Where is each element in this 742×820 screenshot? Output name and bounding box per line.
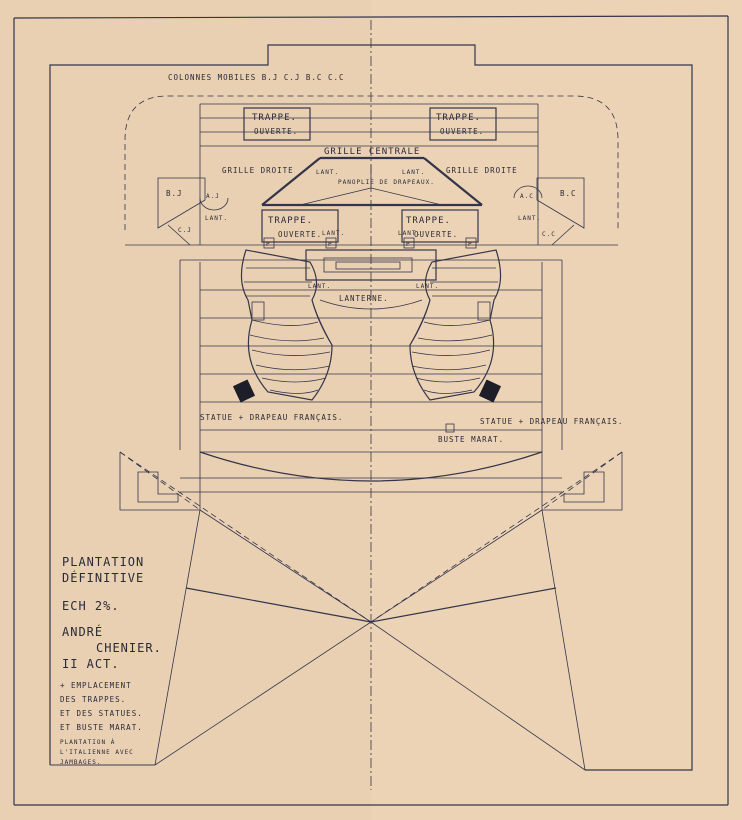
- stage-floor-lines: [179, 260, 563, 452]
- trapdoor-label: TRAPPE.: [406, 216, 451, 226]
- auditorium-sightlines: [50, 451, 623, 771]
- aj-label: A.J: [206, 193, 220, 200]
- note-line-6: L'ITALIENNE AVEC: [60, 749, 134, 756]
- bc-label: B.C: [560, 189, 577, 198]
- p-label: P: [468, 241, 473, 248]
- p-label: P: [406, 241, 411, 248]
- lantern-label: LANT.: [308, 283, 331, 290]
- act-label: II ACT.: [62, 657, 120, 671]
- p-label: P: [266, 241, 271, 248]
- trapdoor-downstage-right: TRAPPE. OUVERTE. LANT. P P: [398, 209, 479, 249]
- trapdoor-label: TRAPPE.: [436, 113, 481, 123]
- lantern-label: LANT.: [402, 169, 425, 176]
- statue-label-right: STATUE + DRAPEAU FRANÇAIS.: [480, 417, 623, 426]
- trapdoor-open-label: OUVERTE.: [278, 230, 322, 239]
- apron-arc: [199, 451, 543, 482]
- trapdoor-open-label: OUVERTE.: [440, 127, 484, 136]
- note-line-5: PLANTATION À: [60, 739, 115, 746]
- left-grille-label: GRILLE DROITE: [222, 166, 294, 175]
- flag-trophy-label: PANOPLIE DE DRAPEAUX.: [338, 179, 435, 186]
- statue-base-right: [478, 379, 502, 403]
- note-line-7: JAMBAGES.: [60, 759, 102, 766]
- flag-trophy-arrows: [299, 165, 443, 206]
- ac-label: A.C: [520, 193, 534, 200]
- bust-marker: [445, 423, 455, 433]
- central-grille-label: GRILLE CENTRALE: [324, 147, 420, 157]
- drawing-frame: [13, 15, 729, 806]
- lantern-label: LANT.: [416, 283, 439, 290]
- trapdoor-upstage-right: TRAPPE. OUVERTE.: [429, 107, 497, 141]
- right-grille-label: GRILLE DROITE: [446, 166, 518, 175]
- trapdoor-downstage-left: TRAPPE. OUVERTE. LANT. P P: [261, 209, 345, 249]
- title-line-1: PLANTATION: [62, 555, 144, 569]
- scale-label: ECH 2%.: [62, 599, 120, 613]
- title-line-2: DÉFINITIVE: [62, 570, 144, 585]
- upstage-steps: [199, 103, 539, 245]
- staircase-left: [232, 249, 333, 403]
- trapdoor-open-label: OUVERTE.: [414, 230, 458, 239]
- wing-left: B.J C.J A.J LANT.: [157, 177, 229, 246]
- note-line-3: ET DES STATUES.: [60, 709, 143, 718]
- play-title-2: CHENIER.: [96, 641, 162, 655]
- play-title-1: ANDRÉ: [62, 624, 103, 639]
- title-block: PLANTATION DÉFINITIVE ECH 2%. ANDRÉ CHEN…: [60, 555, 162, 766]
- central-stair-connector: [311, 299, 431, 346]
- note-line-1: + EMPLACEMENT: [60, 681, 132, 690]
- jambage-right: [541, 451, 623, 511]
- lantern-main-label: LANTERNE.: [339, 294, 389, 303]
- mobile-columns-label: COLONNES MOBILES B.J C.J B.C C.C: [168, 73, 345, 82]
- cyclorama-dashed-outline: [124, 95, 619, 230]
- p-label: P: [328, 241, 333, 248]
- statue-label-left: STATUE + DRAPEAU FRANÇAIS.: [200, 413, 343, 422]
- lantern-label: LANT.: [322, 230, 345, 237]
- lantern-label: LANT.: [398, 230, 421, 237]
- central-lantern-platform: LANTERNE.: [305, 249, 437, 303]
- note-line-4: ET BUSTE MARAT.: [60, 723, 143, 732]
- statue-base-left: [232, 379, 256, 403]
- trapdoor-open-label: OUVERTE.: [254, 127, 298, 136]
- trapdoor-label: TRAPPE.: [268, 216, 313, 226]
- cc-label: C.C: [542, 231, 556, 238]
- staircase-right: [409, 249, 502, 403]
- lantern-label: LANT.: [316, 169, 339, 176]
- trapdoor-label: TRAPPE.: [252, 113, 297, 123]
- wing-right: B.C C.C A.C LANT.: [513, 177, 585, 246]
- lantern-label: LANT.: [205, 215, 228, 222]
- paper-fold-shade: [0, 0, 371, 820]
- jambage-left: [119, 451, 201, 511]
- trapdoor-upstage-left: TRAPPE. OUVERTE.: [243, 107, 311, 141]
- bj-label: B.J: [166, 189, 183, 198]
- cj-label: C.J: [178, 227, 192, 234]
- note-line-2: DES TRAPPES.: [60, 695, 126, 704]
- lantern-label: LANT.: [518, 215, 541, 222]
- central-grille: GRILLE CENTRALE: [261, 147, 483, 207]
- bust-label: BUSTE MARAT.: [438, 435, 504, 444]
